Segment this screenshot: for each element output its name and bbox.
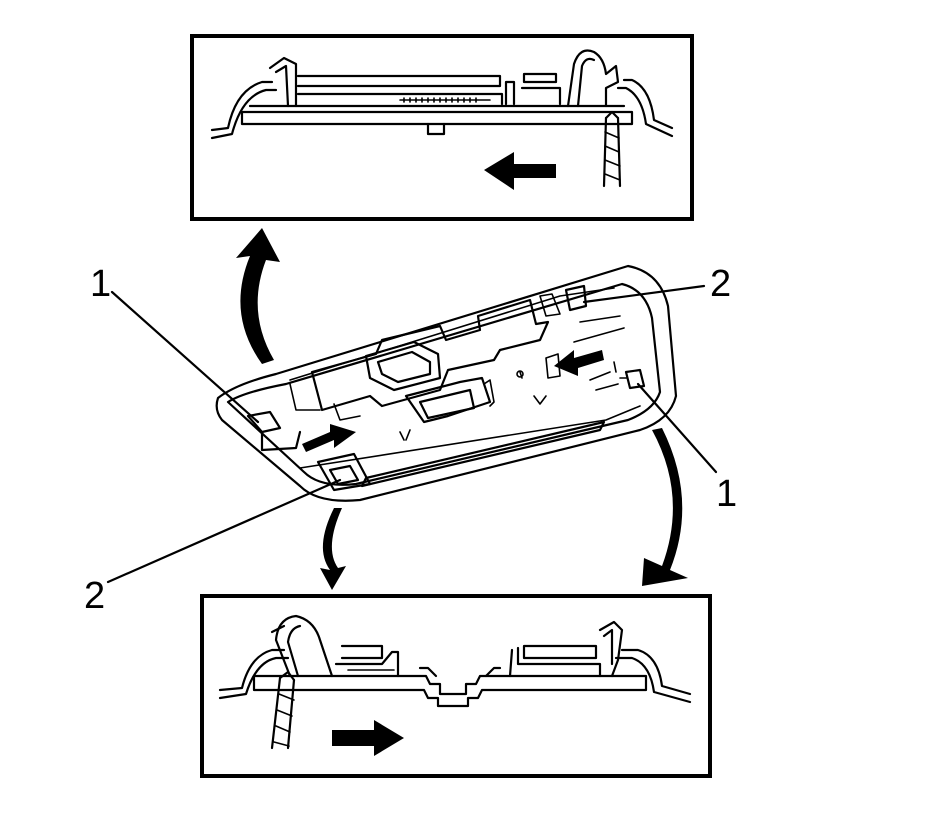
bottom-headliner-left — [218, 648, 286, 692]
lamp-inner-arrow-right — [554, 350, 604, 376]
lamp-switch-block — [404, 376, 492, 424]
lamp-left-clip — [246, 410, 282, 434]
lamp-right-lower-clip — [624, 368, 646, 390]
lamp-lower-rail — [360, 420, 606, 488]
upper-curved-arrow — [236, 228, 280, 364]
top-headliner-right — [622, 78, 674, 130]
top-lamp-body — [296, 74, 502, 88]
bottom-detail-view — [200, 594, 712, 778]
callout-2-upper: 2 — [710, 263, 731, 305]
lamp-left-lower-tab — [316, 452, 372, 492]
lower-left-curved-arrow — [320, 508, 346, 590]
top-right-clip — [566, 49, 620, 108]
top-detail-view — [190, 34, 694, 221]
callout-1-lower: 1 — [716, 473, 737, 515]
lamp-bezel-outer — [215, 264, 678, 502]
bottom-lamp-base — [252, 674, 648, 708]
top-detail-frame — [190, 34, 694, 221]
lamp-bezel-inner — [226, 282, 662, 486]
bottom-trim-tool — [270, 676, 296, 750]
lower-right-curved-arrow — [642, 428, 688, 586]
dome-lamp-assembly — [215, 264, 678, 502]
top-headliner-left — [210, 80, 274, 132]
leader-1-lower — [636, 382, 718, 474]
top-arrow-left — [484, 152, 556, 190]
top-lamp-tab — [426, 122, 446, 136]
top-left-clip — [268, 56, 298, 108]
callout-1-upper: 1 — [90, 263, 111, 305]
bottom-arrow-right — [332, 720, 404, 756]
leader-2-upper — [582, 284, 706, 304]
leader-1-upper — [110, 290, 260, 424]
leader-2-lower — [106, 478, 342, 584]
lamp-inner-arrow-left — [302, 424, 356, 452]
bottom-left-clip — [274, 614, 334, 678]
callout-2-lower: 2 — [84, 575, 105, 617]
lamp-bulb-socket — [364, 340, 442, 392]
bottom-right-clip — [598, 620, 624, 678]
lamp-center-housing — [310, 298, 550, 412]
bottom-headliner-right — [620, 648, 692, 696]
lamp-right-upper-clip — [564, 284, 588, 312]
top-lamp-base — [240, 110, 634, 126]
